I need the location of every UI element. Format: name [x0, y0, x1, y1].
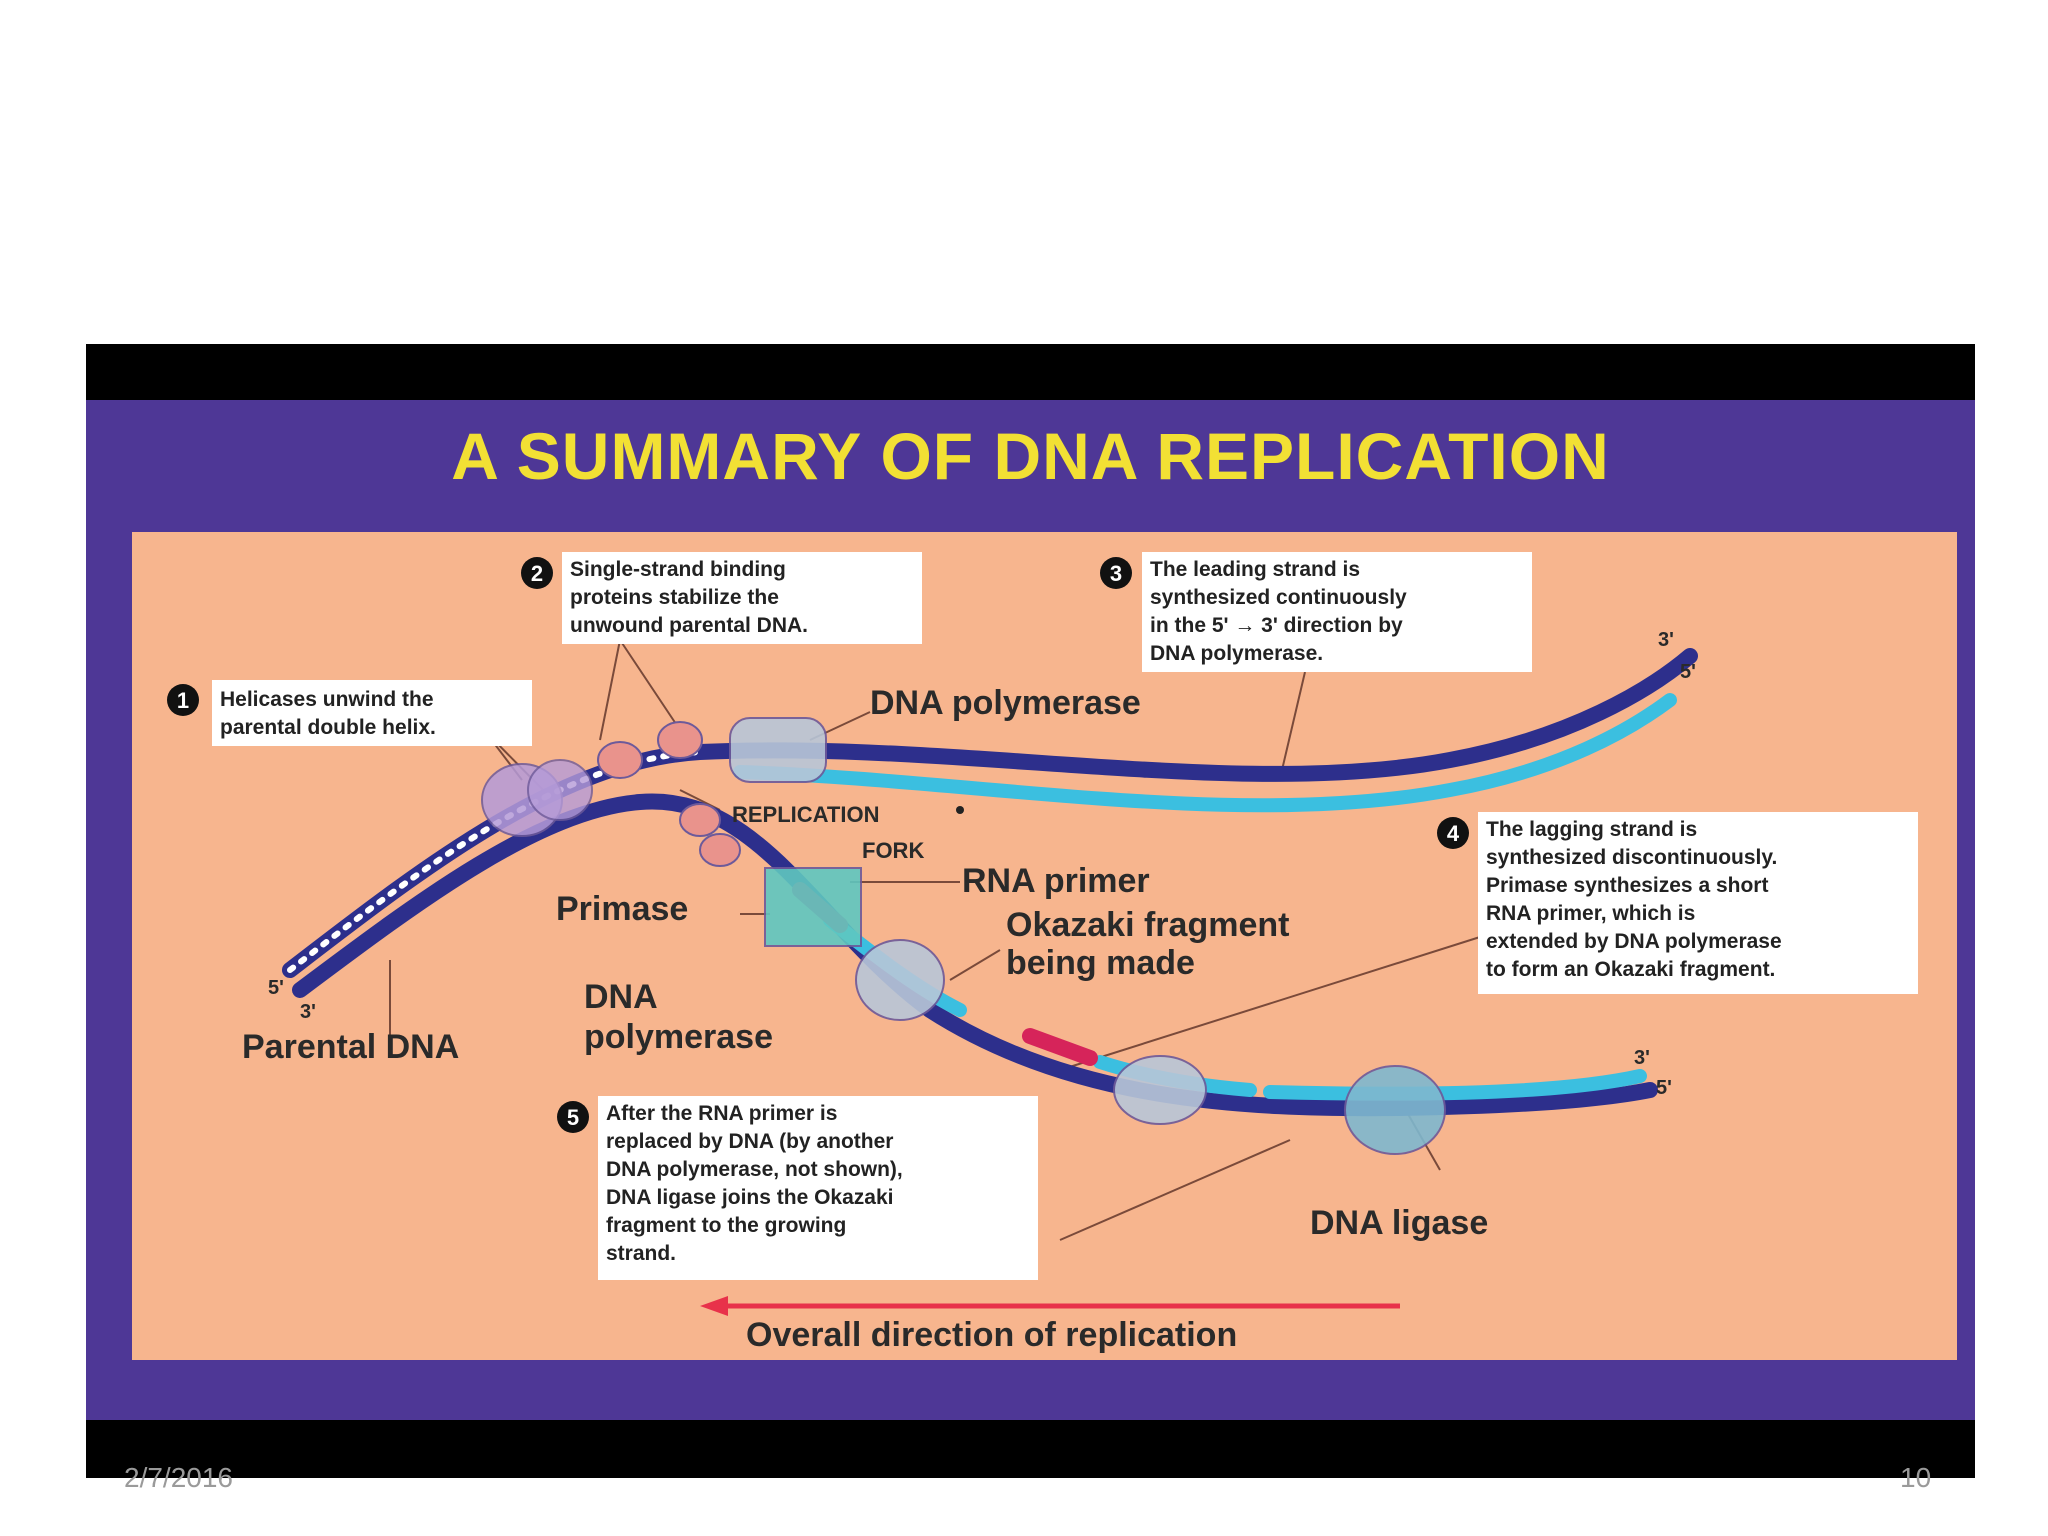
diagram-labels: DNA polymerase REPLICATION FORK RNA prim… [242, 684, 1488, 1354]
step-2-line-3: unwound parental DNA. [570, 614, 808, 637]
label-fork: FORK [862, 838, 924, 863]
dna-polymerase-lagging [855, 939, 945, 1021]
step-4-line-1: The lagging strand is [1486, 818, 1697, 841]
label-replication: REPLICATION [732, 802, 879, 827]
step-3-number: 3 [1110, 561, 1122, 586]
step-5-line-6: strand. [606, 1242, 676, 1265]
replication-fork-dot [956, 806, 964, 814]
step-4-number: 4 [1447, 821, 1460, 846]
ssb-protein-2 [657, 721, 703, 759]
step-3-box [1142, 552, 1532, 672]
label-direction: Overall direction of replication [746, 1316, 1237, 1354]
ssb-protein-1 [597, 741, 643, 779]
strand-end-labels: 5' 3' 3' 5' 3' 5' [268, 629, 1696, 1099]
label-okazaki-2: being made [1006, 944, 1195, 982]
step-4-line-3: Primase synthesizes a short [1486, 874, 1768, 897]
label-primase: Primase [556, 890, 688, 928]
step-4-line-6: to form an Okazaki fragment. [1486, 958, 1775, 981]
callout-boxes [212, 552, 1918, 1280]
end-5-bottom: 5' [1656, 1077, 1672, 1099]
parental-dna-rungs [287, 749, 703, 973]
step-3-line-4: DNA polymerase. [1150, 642, 1323, 665]
end-3-top: 3' [1658, 629, 1674, 651]
step-5-line-4: DNA ligase joins the Okazaki [606, 1186, 893, 1209]
label-parental-dna: Parental DNA [242, 1028, 459, 1066]
step-1-box [212, 680, 532, 746]
label-dna-ligase: DNA ligase [1310, 1204, 1488, 1242]
label-polymerase: polymerase [584, 1018, 773, 1056]
leading-strand [733, 693, 1677, 813]
label-rna-primer: RNA primer [962, 862, 1150, 900]
callout-texts: Helicases unwind the parental double hel… [220, 558, 1782, 1265]
footer-date: 2/7/2016 [124, 1462, 233, 1493]
footer-page-number: 10 [1900, 1462, 1932, 1493]
step-5-line-2: replaced by DNA (by another [606, 1130, 893, 1153]
diagram-title: A SUMMARY OF DNA REPLICATION [451, 419, 1610, 493]
label-okazaki-1: Okazaki fragment [1006, 906, 1289, 944]
step-5-box [598, 1096, 1038, 1280]
end-3-bottom: 3' [1634, 1047, 1650, 1069]
step-5-line-5: fragment to the growing [606, 1214, 846, 1237]
step-2-line-1: Single-strand binding [570, 558, 786, 581]
end-5-left: 5' [268, 977, 284, 999]
step-2-number: 2 [531, 561, 543, 586]
step-5-line-1: After the RNA primer is [606, 1102, 837, 1125]
step-1-line-2: parental double helix. [220, 716, 436, 739]
end-5-top: 5' [1680, 661, 1696, 683]
step-4-line-5: extended by DNA polymerase [1486, 930, 1782, 953]
label-dna: DNA [584, 978, 658, 1016]
step-3-line-1: The leading strand is [1150, 558, 1360, 581]
step-3-line-2: synthesized continuously [1150, 586, 1407, 609]
dna-polymerase-leading [729, 717, 827, 783]
step-4-line-2: synthesized discontinuously. [1486, 846, 1777, 869]
step-1-number: 1 [177, 688, 189, 713]
proteins [481, 717, 1446, 1155]
rna-primer-2 [1022, 1028, 1098, 1066]
helicase-2 [527, 759, 593, 821]
step-4-box [1478, 812, 1918, 994]
step-4-line-4: RNA primer, which is [1486, 902, 1695, 925]
okazaki-fragment-3 [1263, 1069, 1647, 1101]
step-badges: 1 2 3 4 5 [167, 557, 1469, 1133]
primase-box [764, 867, 862, 947]
dna-polymerase-lagging-2 [1113, 1055, 1207, 1125]
dna-ligase [1344, 1065, 1446, 1155]
end-3-left: 3' [300, 1001, 316, 1023]
ssb-protein-4 [699, 833, 741, 867]
label-dna-polymerase-top: DNA polymerase [870, 684, 1141, 722]
direction-arrow [700, 1296, 1400, 1316]
step-2-line-2: proteins stabilize the [570, 586, 779, 609]
step-2-box [562, 552, 922, 644]
ssb-protein-3 [679, 803, 721, 837]
step-3-line-3: in the 5' → 3' direction by [1150, 614, 1403, 637]
step-1-line-1: Helicases unwind the [220, 688, 434, 711]
step-5-number: 5 [567, 1105, 579, 1130]
step-5-line-3: DNA polymerase, not shown), [606, 1158, 903, 1181]
